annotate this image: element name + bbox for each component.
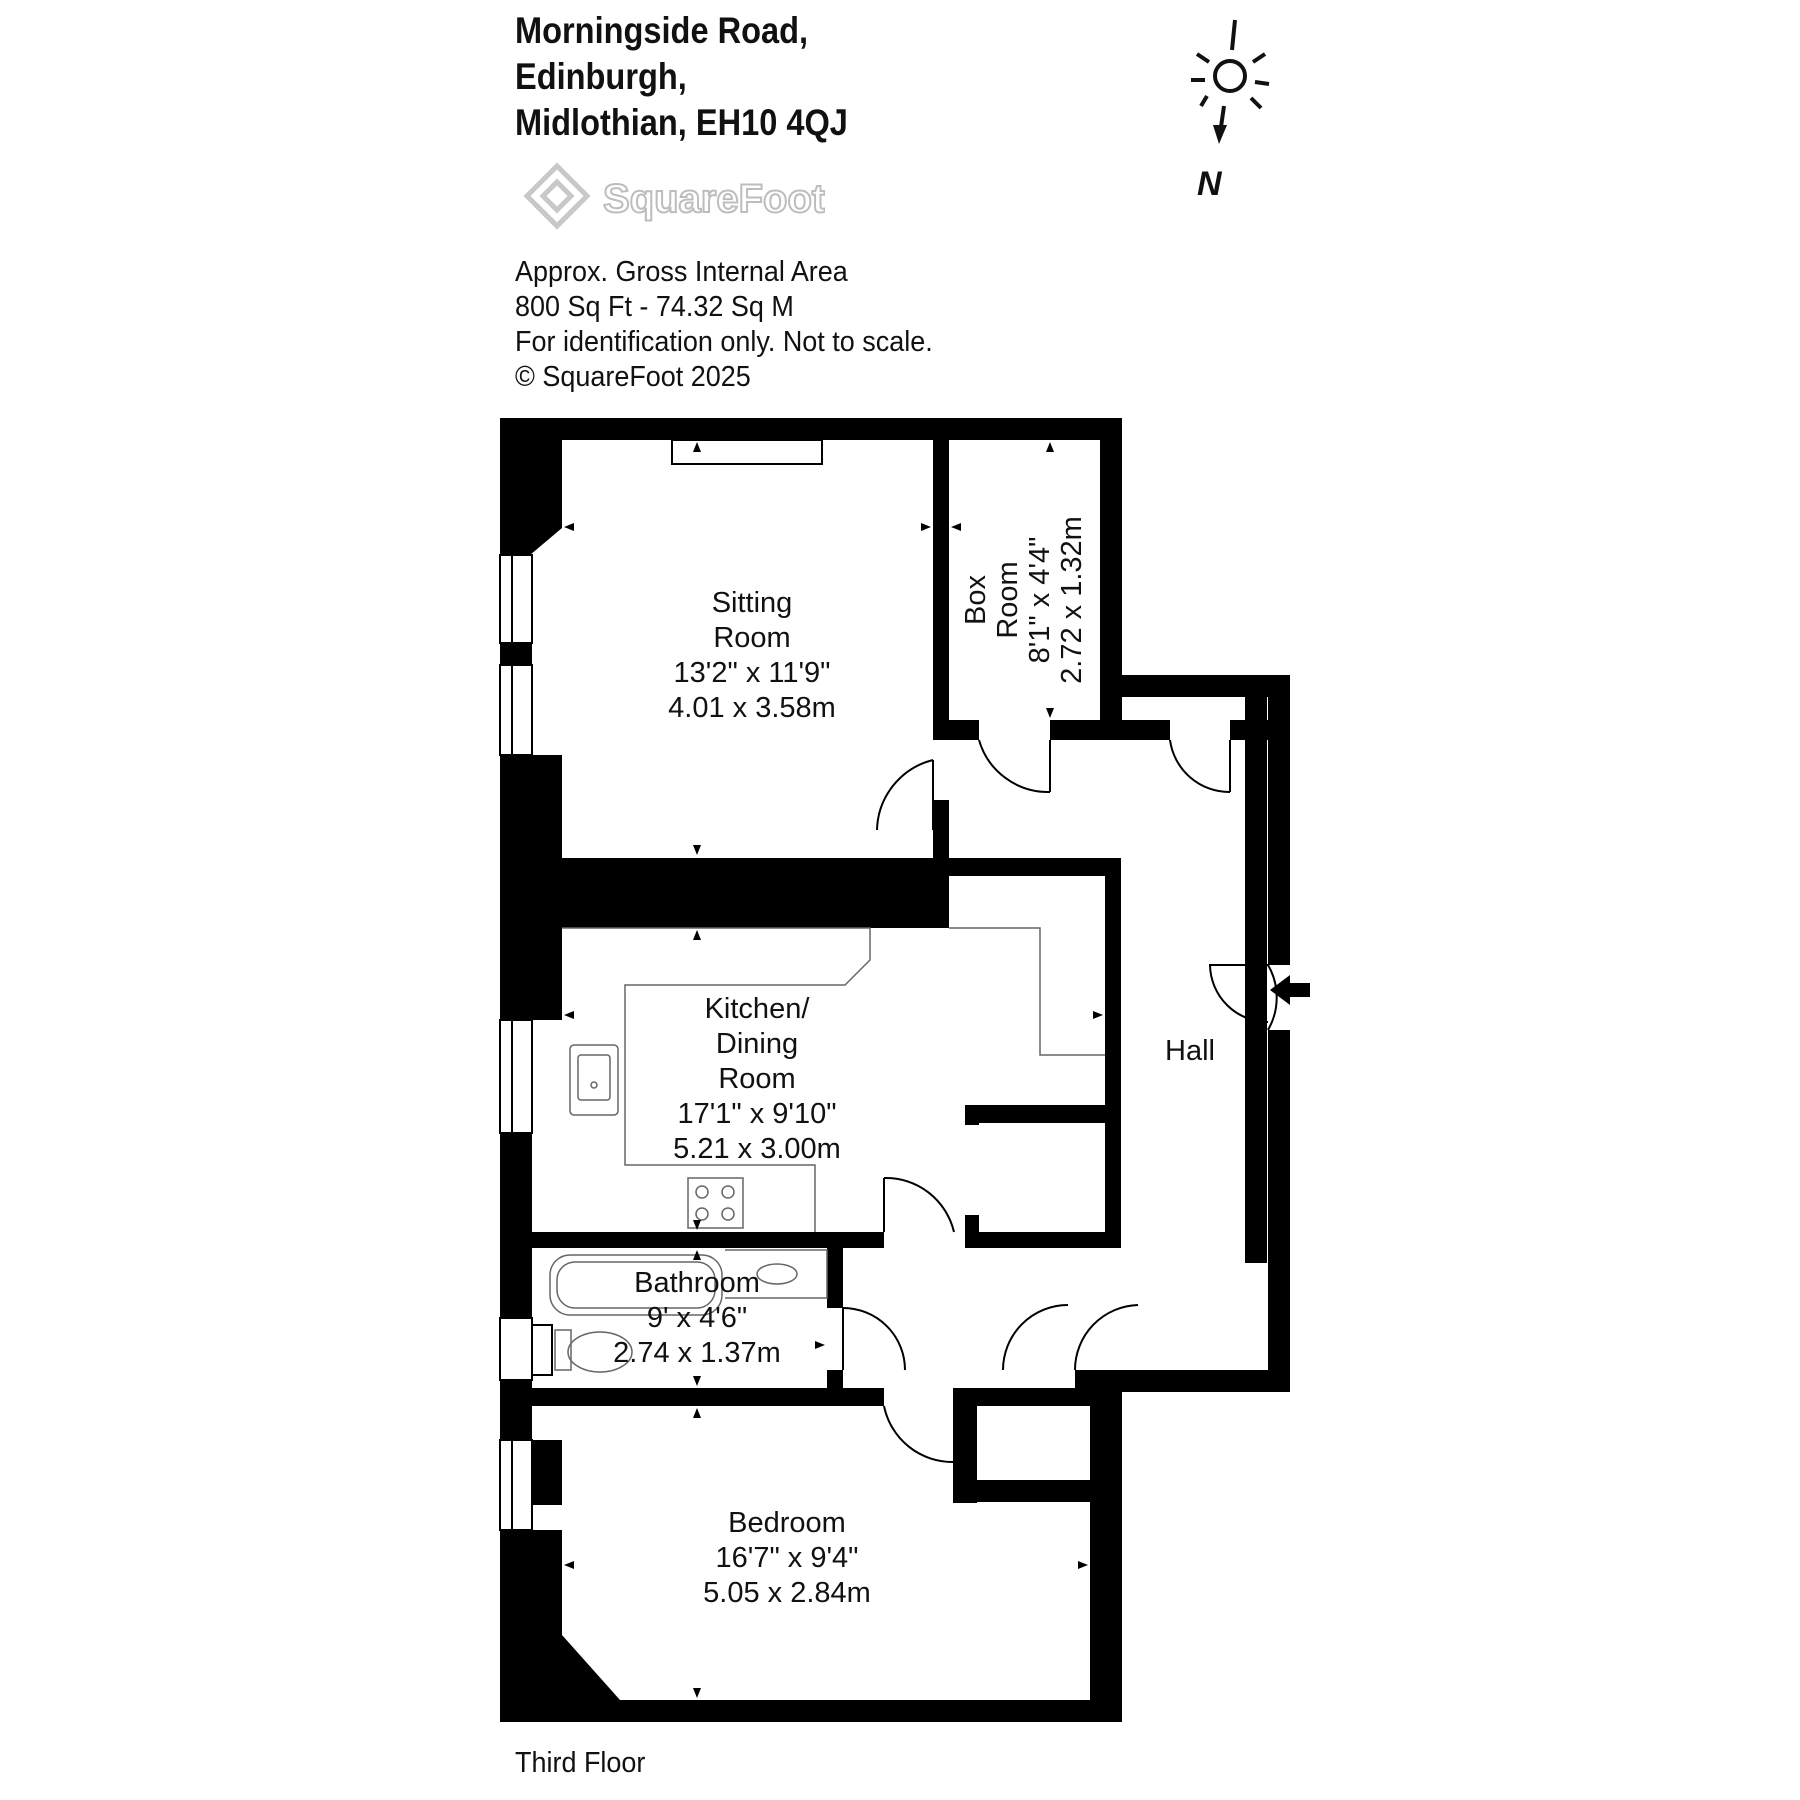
box-room-name-2: Room xyxy=(992,561,1024,638)
squarefoot-logo-icon: SquareFoot xyxy=(523,162,826,230)
walls xyxy=(500,418,1290,1722)
info-line-4: © SquareFoot 2025 xyxy=(515,361,751,393)
box-room-name-1: Box xyxy=(960,575,992,625)
basin-icon xyxy=(725,1249,828,1299)
box-room-imperial: 8'1" x 4'4" xyxy=(1024,537,1056,664)
address-line-1: Morningside Road, xyxy=(515,10,809,51)
toilet-icon xyxy=(554,1329,572,1371)
compass-north-label: N xyxy=(1197,165,1223,200)
info-line-3: For identification only. Not to scale. xyxy=(515,326,933,358)
info-line-1: Approx. Gross Internal Area xyxy=(515,256,848,288)
kitchen-name-1: Kitchen/ xyxy=(705,993,811,1025)
box-room-metric: 2.72 x 1.32m xyxy=(1056,516,1088,684)
floor-label: Third Floor xyxy=(515,1747,646,1779)
box-room: Box Room 8'1" x 4'4" 2.72 x 1.32m xyxy=(960,516,1088,684)
north-compass-icon: N xyxy=(1191,19,1270,200)
bedroom-metric: 5.05 x 2.84m xyxy=(703,1577,871,1609)
doors xyxy=(842,739,1278,1464)
sitting-room-imperial: 13'2" x 11'9" xyxy=(674,657,831,689)
kitchen-dining-room: Kitchen/ Dining Room 17'1" x 9'10" 5.21 … xyxy=(673,993,841,1165)
bedroom: Bedroom 16'7" x 9'4" 5.05 x 2.84m xyxy=(703,1507,871,1609)
bathroom-imperial: 9' x 4'6" xyxy=(647,1302,747,1334)
area-info: Approx. Gross Internal Area 800 Sq Ft - … xyxy=(515,255,1115,395)
bathroom-name: Bathroom xyxy=(634,1267,760,1299)
kitchen-imperial: 17'1" x 9'10" xyxy=(677,1098,836,1130)
bathroom: Bathroom 9' x 4'6" 2.74 x 1.37m xyxy=(613,1267,781,1369)
kitchen-name-3: Room xyxy=(718,1063,795,1095)
hall-label: Hall xyxy=(1165,1035,1215,1067)
address-line-2: Edinburgh, xyxy=(515,56,687,97)
bedroom-imperial: 16'7" x 9'4" xyxy=(716,1542,859,1574)
fixtures xyxy=(549,927,1105,1373)
kitchen-name-2: Dining xyxy=(716,1028,798,1060)
logo-text: SquareFoot xyxy=(603,177,825,221)
entrance-arrow-icon xyxy=(1270,975,1310,1005)
hob-icon xyxy=(687,1177,744,1229)
squarefoot-logo: SquareFoot xyxy=(515,160,826,245)
kitchen-metric: 5.21 x 3.00m xyxy=(673,1133,841,1165)
windows xyxy=(499,439,823,1531)
sitting-room-name-2: Room xyxy=(713,622,790,654)
bedroom-name: Bedroom xyxy=(728,1507,846,1539)
bath-icon xyxy=(549,1254,723,1316)
sitting-room: Sitting Room 13'2" x 11'9" 4.01 x 3.58m xyxy=(668,587,836,724)
info-line-2: 800 Sq Ft - 74.32 Sq M xyxy=(515,291,794,323)
sink-icon xyxy=(569,1044,619,1116)
sitting-room-name-1: Sitting xyxy=(712,587,793,619)
address-line-3: Midlothian, EH10 4QJ xyxy=(515,102,848,143)
dimension-arrows xyxy=(564,442,1103,1698)
sitting-room-metric: 4.01 x 3.58m xyxy=(668,692,836,724)
address-block: Morningside Road, Edinburgh, Midlothian,… xyxy=(515,8,1075,146)
bathroom-metric: 2.74 x 1.37m xyxy=(613,1337,781,1369)
